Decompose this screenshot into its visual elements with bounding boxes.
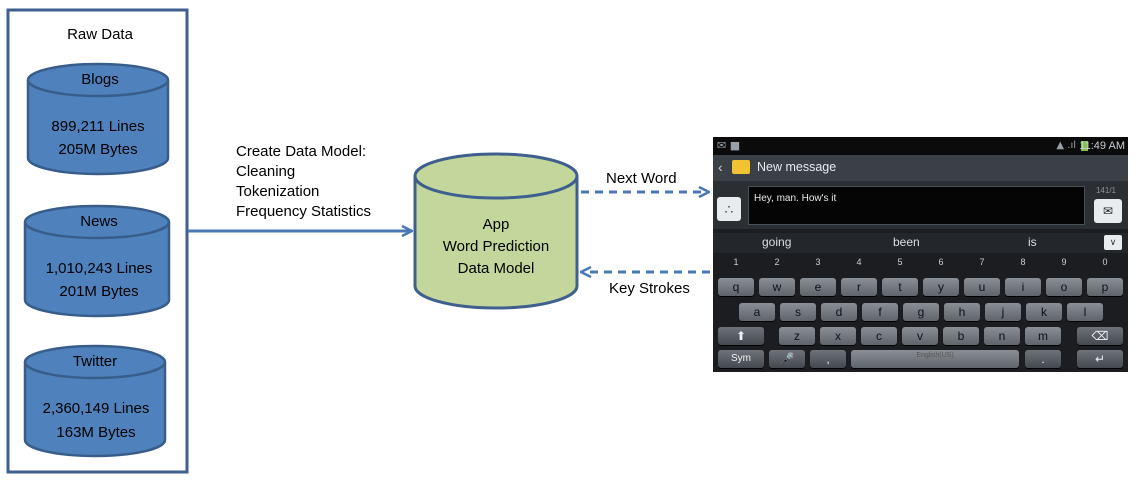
key-j[interactable]: j [985,303,1021,321]
model-line-app: App [482,216,510,233]
key-d[interactable]: d [821,303,857,321]
news-lines: 1,010,243 Lines [45,260,153,277]
period-key[interactable]: . [1025,350,1061,368]
key-l[interactable]: l [1067,303,1103,321]
process-step-tokenization: Tokenization [236,183,320,200]
suggestion-going[interactable]: going [762,235,792,249]
space-bar[interactable]: English(US) [851,350,1019,368]
key-a[interactable]: a [739,303,775,321]
key-n[interactable]: n [984,327,1020,345]
key-q[interactable]: q [718,278,754,296]
next-word-label: Next Word [606,170,677,187]
blogs-bytes: 205M Bytes [58,141,138,158]
key-e[interactable]: e [800,278,836,296]
num-hint: 5 [897,257,903,267]
shift-arrow-icon[interactable]: ⬆ [718,327,764,345]
process-step-frequency: Frequency Statistics [236,203,372,220]
key-z[interactable]: z [779,327,815,345]
suggestion-is[interactable]: is [1028,235,1037,249]
backspace-icon[interactable]: ⌫ [1077,327,1123,345]
model-line-word-prediction: Word Prediction [442,238,550,255]
blogs-cylinder [26,62,170,176]
key-p[interactable]: p [1087,278,1123,296]
key-y[interactable]: y [923,278,959,296]
key-r[interactable]: r [841,278,877,296]
phone-screenshot: ✉ ■ ▲ .ıl 11:49 AM ‹ New message ∴ Hey, … [713,137,1128,372]
message-input[interactable]: Hey, man. How's it [748,186,1085,225]
suggestion-bar: going been is ∨ [713,233,1128,253]
num-hint: 9 [1061,257,1067,267]
message-text: Hey, man. How's it [754,193,837,204]
key-c[interactable]: c [861,327,897,345]
num-hint: 8 [1020,257,1026,267]
twitter-cylinder [23,344,167,458]
twitter-label: Twitter [72,353,118,370]
news-label: News [80,213,118,230]
microphone-icon[interactable]: 🎤 [769,350,805,368]
key-o[interactable]: o [1046,278,1082,296]
send-icon[interactable]: ✉ [1094,199,1122,223]
number-hint-row: 1 2 3 4 5 6 7 8 9 0 [713,257,1128,273]
process-heading: Create Data Model: [236,143,367,160]
sym-key[interactable]: Sym [718,350,764,368]
num-hint: 7 [979,257,985,267]
num-hint: 4 [856,257,862,267]
battery-icon [1081,141,1088,151]
key-v[interactable]: v [902,327,938,345]
back-chevron-icon[interactable]: ‹ [718,159,723,175]
key-s[interactable]: s [780,303,816,321]
enter-arrow-icon[interactable]: ↵ [1077,350,1123,368]
key-strokes-label: Key Strokes [609,280,690,297]
blogs-lines: 899,211 Lines [51,118,145,135]
key-u[interactable]: u [964,278,1000,296]
twitter-bytes: 163M Bytes [56,424,136,441]
num-hint: 0 [1102,257,1108,267]
news-cylinder [23,204,171,318]
key-g[interactable]: g [903,303,939,321]
signal-icon: ▲ .ıl [1056,140,1076,151]
suggestion-expand-chevron-icon[interactable]: ∨ [1104,235,1122,250]
blogs-label: Blogs [81,71,119,88]
message-titlebar: ‹ New message [713,155,1128,181]
raw-data-title: Raw Data [67,26,133,43]
envelope-icon [732,160,750,174]
attach-paperclip-icon[interactable]: ∴ [717,197,741,221]
key-f[interactable]: f [862,303,898,321]
num-hint: 6 [938,257,944,267]
status-time: 11:49 AM [1079,140,1125,152]
num-hint: 3 [815,257,821,267]
key-t[interactable]: t [882,278,918,296]
news-bytes: 201M Bytes [59,283,139,300]
key-i[interactable]: i [1005,278,1041,296]
model-cylinder [413,152,579,310]
key-k[interactable]: k [1026,303,1062,321]
message-title: New message [757,160,837,174]
notification-icons: ✉ ■ [717,139,741,152]
composer: ∴ Hey, man. How's it 141/1 ✉ [713,181,1128,229]
comma-key[interactable]: , [810,350,846,368]
key-w[interactable]: w [759,278,795,296]
status-bar: ✉ ■ ▲ .ıl 11:49 AM [713,137,1128,155]
key-m[interactable]: m [1025,327,1061,345]
key-x[interactable]: x [820,327,856,345]
num-hint: 2 [774,257,780,267]
twitter-lines: 2,360,149 Lines [42,400,150,417]
process-step-cleaning: Cleaning [236,163,296,180]
key-h[interactable]: h [944,303,980,321]
key-b[interactable]: b [943,327,979,345]
char-counter: 141/1 [1095,186,1116,195]
model-line-data-model: Data Model [457,260,535,277]
suggestion-been[interactable]: been [893,235,920,249]
num-hint: 1 [733,257,739,267]
